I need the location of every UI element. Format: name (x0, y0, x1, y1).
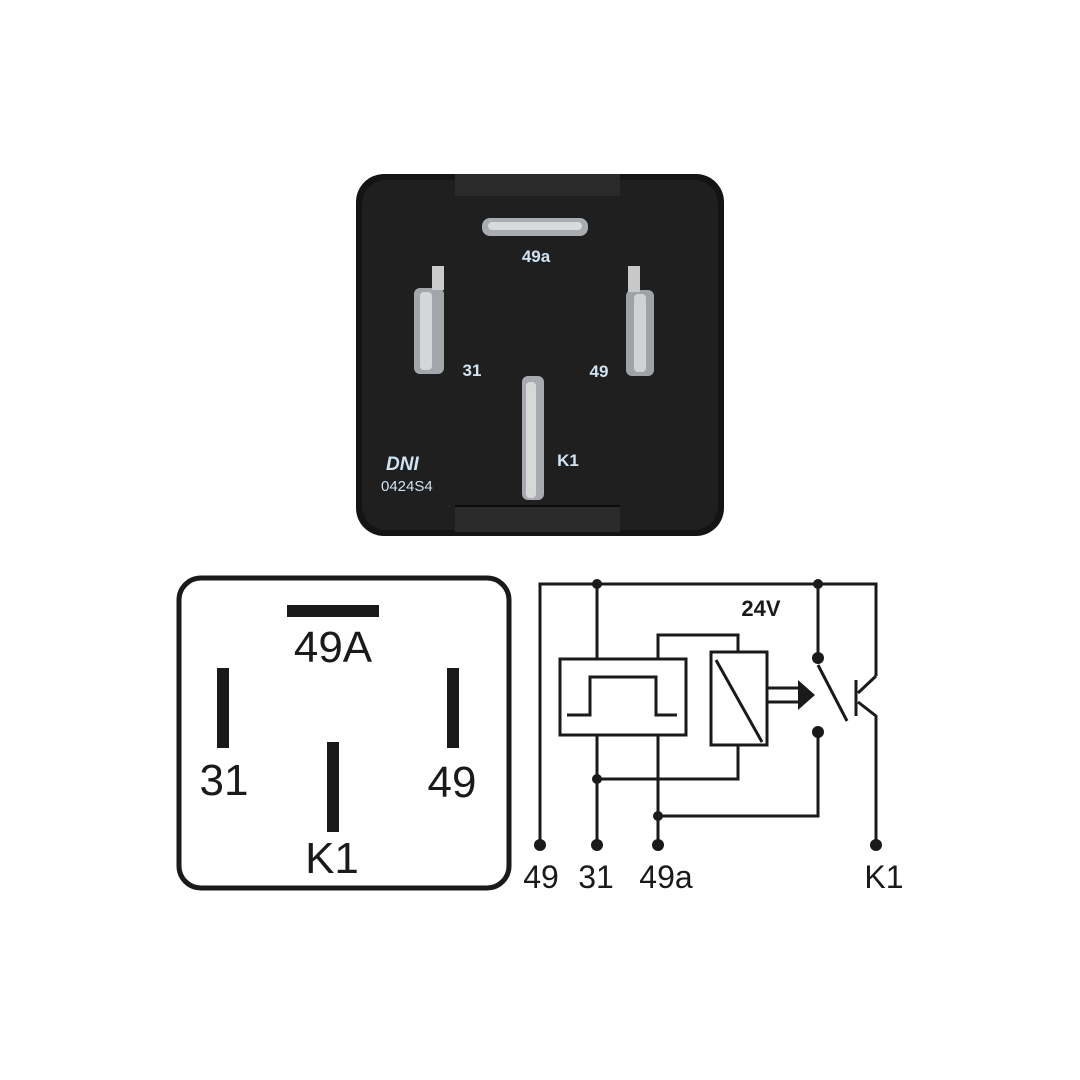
pin-diagram: 49A 31 49 K1 (176, 575, 512, 891)
pin-label-49a: 49A (294, 623, 373, 672)
pin-49a-blade (482, 218, 588, 236)
terminal-label-49: 49 (523, 859, 559, 895)
photo-label-49a: 49a (522, 247, 551, 266)
bottom-tab (455, 506, 620, 532)
pin-label-k1: K1 (305, 834, 359, 883)
pin-label-31: 31 (200, 756, 249, 805)
voltage-label: 24V (741, 596, 780, 621)
relay-photo: 49a 31 49 K1 DNI 0424S4 (356, 174, 724, 536)
pin-49-blade (626, 266, 654, 376)
pin-49a-symbol (287, 605, 379, 617)
pin-31-symbol (217, 668, 229, 748)
photo-label-31: 31 (463, 361, 482, 380)
photo-label-49: 49 (590, 362, 609, 381)
schematic: 24V 49 31 49a K1 (523, 579, 904, 895)
terminal-label-k1: K1 (864, 859, 903, 895)
photo-label-k1: K1 (557, 451, 579, 470)
terminal-label-49a: 49a (639, 859, 693, 895)
pin-k1-symbol (327, 742, 339, 832)
pin-diagram-outline (176, 575, 512, 891)
timer-block (558, 657, 688, 737)
top-bus-wire (538, 582, 878, 843)
top-tab (455, 174, 620, 196)
part-code-label: 0424S4 (381, 478, 433, 495)
brand-label: DNI (386, 454, 419, 475)
pin-49-symbol (447, 668, 459, 748)
pulse-icon (567, 675, 677, 717)
pin-31-blade (414, 266, 444, 374)
pin-k1-blade (522, 376, 544, 500)
coil-block (709, 650, 769, 747)
terminal-label-31: 31 (578, 859, 614, 895)
pin-label-49: 49 (428, 758, 477, 807)
